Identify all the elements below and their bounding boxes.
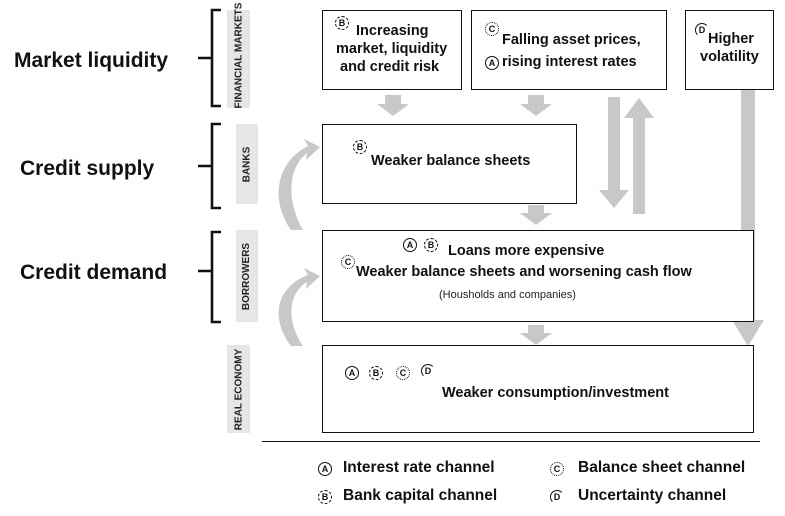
box-bank-balance-line1: Weaker balance sheets — [371, 153, 531, 169]
sector-band-financial-markets: FINANCIAL MARKETS — [227, 2, 250, 108]
level-brackets — [198, 8, 221, 324]
box-higher-volatility: D Higher volatility — [685, 10, 774, 90]
legend-divider — [262, 441, 760, 442]
bank-capital-channel-icon: B — [353, 140, 367, 154]
box-higher-volatility-line2: volatility — [700, 49, 759, 65]
uncertainty-channel-icon: D — [550, 490, 564, 504]
arrow-borrowers-to-economy — [520, 325, 552, 345]
box-increasing-risk-line1: Increasing — [356, 23, 429, 39]
box-falling-asset-prices: C Falling asset prices, A rising interes… — [471, 10, 667, 90]
bank-capital-channel-icon: B — [369, 366, 383, 380]
balance-sheet-channel-icon: C — [485, 22, 499, 36]
box-increasing-risk-line3: and credit risk — [340, 59, 440, 75]
box-bank-balance-sheets: B Weaker balance sheets — [322, 124, 577, 204]
box-borrowers-line1: Loans more expensive — [448, 243, 605, 259]
feedback-curve-banks — [278, 139, 320, 230]
arrow-prices-down — [599, 97, 629, 208]
bank-capital-channel-icon: B — [318, 490, 332, 504]
uncertainty-channel-icon: D — [421, 364, 435, 378]
arrow-prices-to-banks — [520, 95, 552, 116]
arrow-banks-to-borrowers — [520, 205, 552, 225]
arrow-volatility-to-economy — [732, 72, 764, 346]
box-weaker-consumption: A B C D Weaker consumption/investment — [322, 345, 754, 433]
feedback-curve-borrowers — [278, 268, 320, 346]
sector-band-banks: BANKS — [236, 124, 258, 204]
legend-uncertainty-channel: Uncertainty channel — [578, 487, 727, 504]
level-label-market-liquidity: Market liquidity — [14, 49, 169, 72]
arrow-risk-to-banks — [377, 95, 409, 116]
sector-band-borrowers: BORROWERS — [236, 230, 258, 322]
bracket-credit-demand — [198, 230, 221, 324]
box-increasing-risk-line2: market, liquidity — [336, 41, 448, 57]
box-borrowers-note: (Housholds and companies) — [439, 289, 576, 301]
legend-balance-sheet-channel: Balance sheet channel — [578, 459, 746, 476]
interest-rate-channel-icon: A — [318, 462, 332, 476]
legend-interest-rate-channel: Interest rate channel — [343, 459, 495, 476]
level-label-credit-supply: Credit supply — [20, 157, 155, 180]
box-borrowers-balance-sheets: A B Loans more expensive C Weaker balanc… — [322, 230, 754, 322]
arrow-up-to-prices — [624, 98, 654, 214]
legend-bank-capital-channel: Bank capital channel — [343, 487, 498, 504]
box-falling-prices-line2: rising interest rates — [502, 54, 637, 70]
bracket-market-liquidity — [198, 8, 221, 108]
level-label-credit-demand: Credit demand — [20, 261, 168, 284]
box-weaker-consumption-line1: Weaker consumption/investment — [442, 385, 669, 401]
balance-sheet-channel-icon: C — [341, 255, 355, 269]
box-higher-volatility-line1: Higher — [708, 31, 754, 47]
box-falling-prices-line1: Falling asset prices, — [502, 32, 641, 48]
interest-rate-channel-icon: A — [485, 56, 499, 70]
bank-capital-channel-icon: B — [335, 16, 349, 30]
bank-capital-channel-icon: B — [424, 238, 438, 252]
box-borrowers-line2: Weaker balance sheets and worsening cash… — [356, 264, 692, 280]
uncertainty-channel-icon: D — [695, 23, 709, 37]
bracket-credit-supply — [198, 122, 221, 210]
balance-sheet-channel-icon: C — [396, 366, 410, 380]
box-increasing-market-risk: B Increasing market, liquidity and credi… — [322, 10, 462, 90]
balance-sheet-channel-icon: C — [550, 462, 564, 476]
flow-arrows — [278, 72, 764, 346]
interest-rate-channel-icon: A — [345, 366, 359, 380]
interest-rate-channel-icon: A — [403, 238, 417, 252]
sector-band-real-economy: REAL ECONOMY — [227, 345, 250, 433]
